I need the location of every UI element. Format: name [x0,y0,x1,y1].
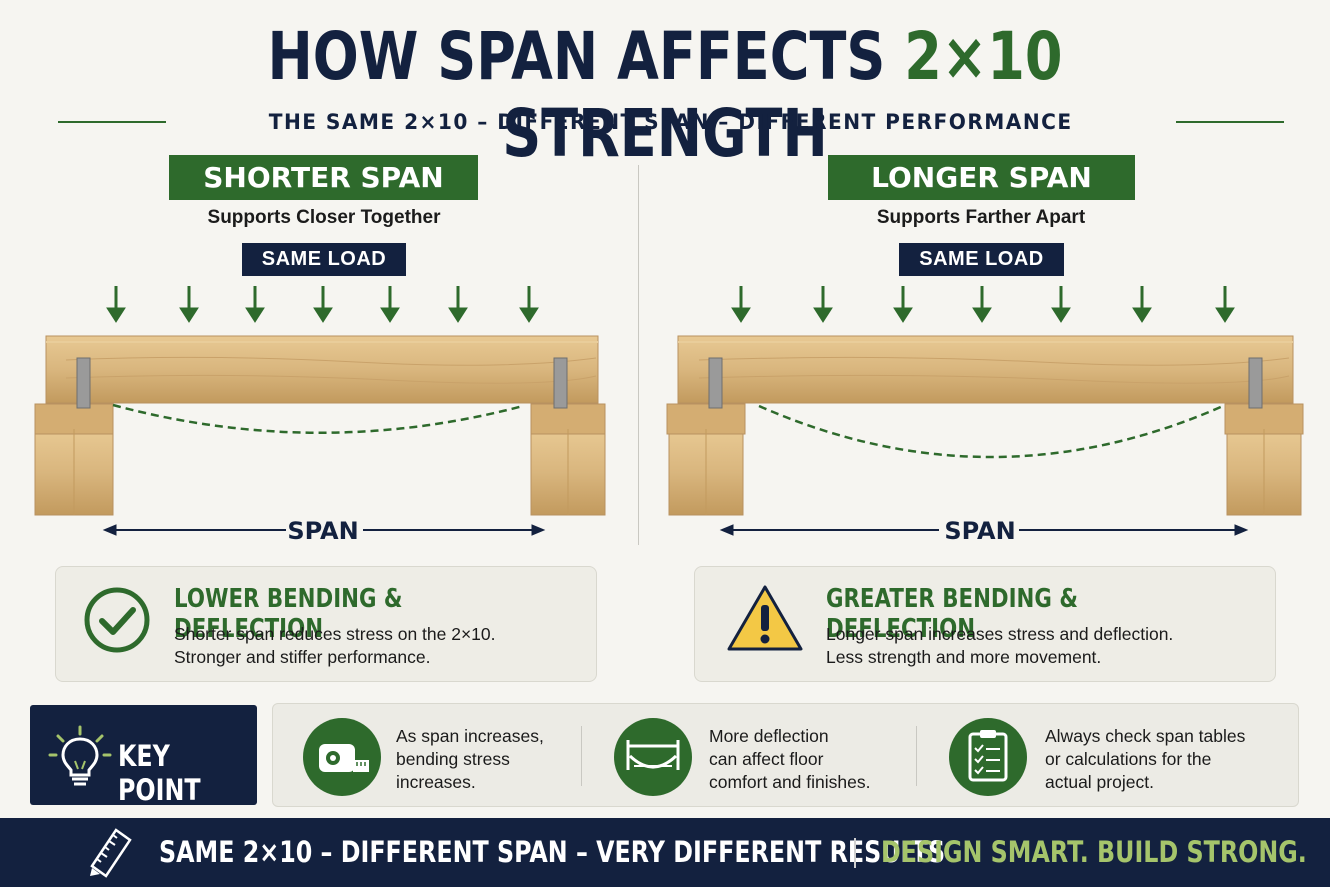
key-point-box: KEY POINT [30,705,257,807]
support-post-left [34,403,114,516]
lightbulb-icon [48,725,112,786]
page-subtitle: THE SAME 2×10 – DIFFERENT SPAN – DIFFERE… [269,110,1073,134]
tip-icon-circle [949,718,1027,796]
span-arrow [102,524,546,536]
metal-bracket [553,357,568,409]
shorter-span-panel: SHORTER SPAN Supports Closer Together SA… [6,155,646,695]
tip-text: Always check span tables or calculations… [1045,726,1246,792]
clipboard-checklist-icon [968,730,1008,782]
tip-text: As span increases, bending stress increa… [396,726,544,792]
longer-span-panel: LONGER SPAN Supports Farther Apart SAME … [659,155,1304,695]
title-suffix: STRENGTH [502,95,828,172]
subtitle-rule-right [1175,121,1284,123]
panel-subheader: Supports Farther Apart [876,207,1086,228]
tip-item: More deflection can affect floor comfort… [614,704,914,808]
down-arrow-icon [380,286,400,323]
tip-separator [581,726,582,786]
footer-separator [854,838,856,868]
down-arrow-icon [731,286,751,323]
tip-icon-circle [614,718,692,796]
beam-illustration: SPAN [34,286,606,545]
down-arrow-icon [1215,286,1235,323]
result-title: GREATER BENDING & DEFLECTION [826,584,1078,644]
support-post-left [666,403,746,516]
footer-banner: SAME 2×10 – DIFFERENT SPAN – VERY DIFFER… [0,818,1330,887]
down-arrow-icon [519,286,539,323]
beam-illustration: SPAN [666,286,1304,545]
span-arrow [719,524,1249,536]
subtitle-row: THE SAME 2×10 – DIFFERENT SPAN – DIFFERE… [58,108,1284,136]
result-line: Shorter span reduces stress on the 2×10. [174,624,496,644]
span-label: SPAN [287,517,358,545]
down-arrow-icon [893,286,913,323]
load-arrows [106,286,539,323]
deflection-icon [626,740,680,770]
load-tag: SAME LOAD [242,243,406,276]
title-accent: 2×10 [904,18,1063,95]
result-line: Longer span increases stress and deflect… [826,624,1174,644]
down-arrow-icon [313,286,333,323]
support-post-right [530,403,606,516]
footer-tagline: DESIGN SMART. BUILD STRONG. [881,835,1307,869]
deflection-curve [758,404,1224,459]
2x10-beam [677,335,1294,404]
warning-triangle-icon [727,585,803,651]
down-arrow-icon [179,286,199,323]
result-title: LOWER BENDING & DEFLECTION [174,584,403,644]
2x10-beam [45,335,599,404]
key-point-label: KEY POINT [118,739,201,807]
tip-separator [916,726,917,786]
result-box: GREATER BENDING & DEFLECTION Longer span… [694,566,1276,682]
tape-measure-icon [319,744,369,772]
metal-bracket [1248,357,1263,409]
tip-item: Always check span tables or calculations… [949,704,1289,808]
load-tag: SAME LOAD [899,243,1064,276]
footer-headline: SAME 2×10 – DIFFERENT SPAN – VERY DIFFER… [159,835,946,869]
span-label: SPAN [944,517,1015,545]
down-arrow-icon [972,286,992,323]
load-arrows [731,286,1235,323]
metal-bracket [708,357,723,409]
tip-text: More deflection can affect floor comfort… [709,726,871,792]
panel-subheader: Supports Closer Together [207,207,441,228]
down-arrow-icon [245,286,265,323]
subtitle-rule-left [58,121,166,123]
tips-strip: As span increases, bending stress increa… [272,703,1299,807]
down-arrow-icon [106,286,126,323]
down-arrow-icon [1051,286,1071,323]
down-arrow-icon [448,286,468,323]
panel-header: SHORTER SPAN [169,155,478,200]
down-arrow-icon [1132,286,1152,323]
tip-item: As span increases, bending stress increa… [303,704,603,808]
metal-bracket [76,357,91,409]
ruler-pencil-icon [90,828,132,878]
deflection-curve [112,403,524,434]
down-arrow-icon [813,286,833,323]
result-line: Less strength and more movement. [826,647,1102,667]
panel-header: LONGER SPAN [828,155,1135,200]
title-prefix: HOW SPAN AFFECTS [267,18,905,95]
check-circle-icon [84,587,150,653]
page-title: HOW SPAN AFFECTS 2×10 STRENGTH [120,18,1211,172]
panel-divider [638,165,639,545]
result-line: Stronger and stiffer performance. [174,647,431,667]
result-box: LOWER BENDING & DEFLECTION Shorter span … [55,566,597,682]
tip-icon-circle [303,718,381,796]
support-post-right [1224,403,1304,516]
